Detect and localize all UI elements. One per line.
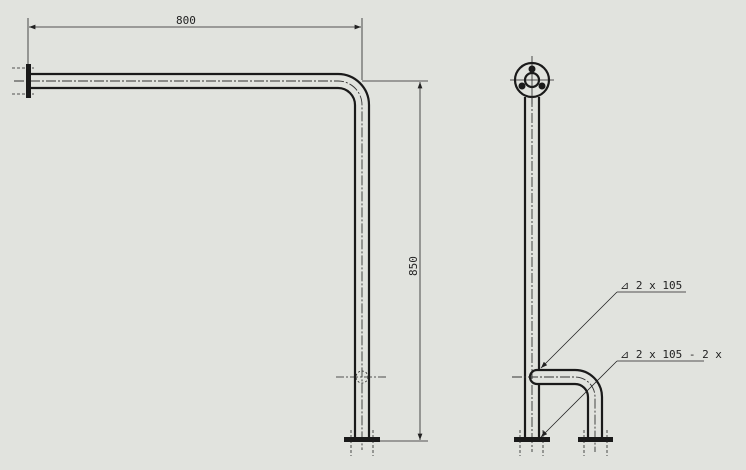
leader-line: [540, 291, 618, 369]
weld-note-1: ⊿ 2 x 105: [620, 279, 682, 292]
tube-inner: [30, 86, 357, 438]
branch-outer: [537, 368, 604, 438]
tube-outer: [30, 72, 371, 438]
bolt: [538, 82, 546, 90]
branch-inner: [537, 382, 590, 438]
base-plate: [344, 437, 380, 442]
weld-note-2: ⊿ 2 x 105 - 2 x: [620, 348, 722, 361]
base-plate: [578, 437, 613, 442]
height-dimension: 850: [407, 256, 420, 276]
tube-centerline: [14, 80, 363, 450]
width-dimension: 800: [176, 14, 196, 27]
leader-line: [540, 360, 618, 438]
branch-centerline: [512, 376, 596, 452]
bolt-lines: [519, 430, 608, 456]
wall-flange: [26, 64, 31, 98]
front-view: 800 850: [12, 14, 428, 456]
base-plate: [514, 437, 550, 442]
side-view: ⊿ 2 x 105 ⊿ 2 x 105 - 2 x: [510, 56, 722, 456]
bolt: [518, 82, 526, 90]
